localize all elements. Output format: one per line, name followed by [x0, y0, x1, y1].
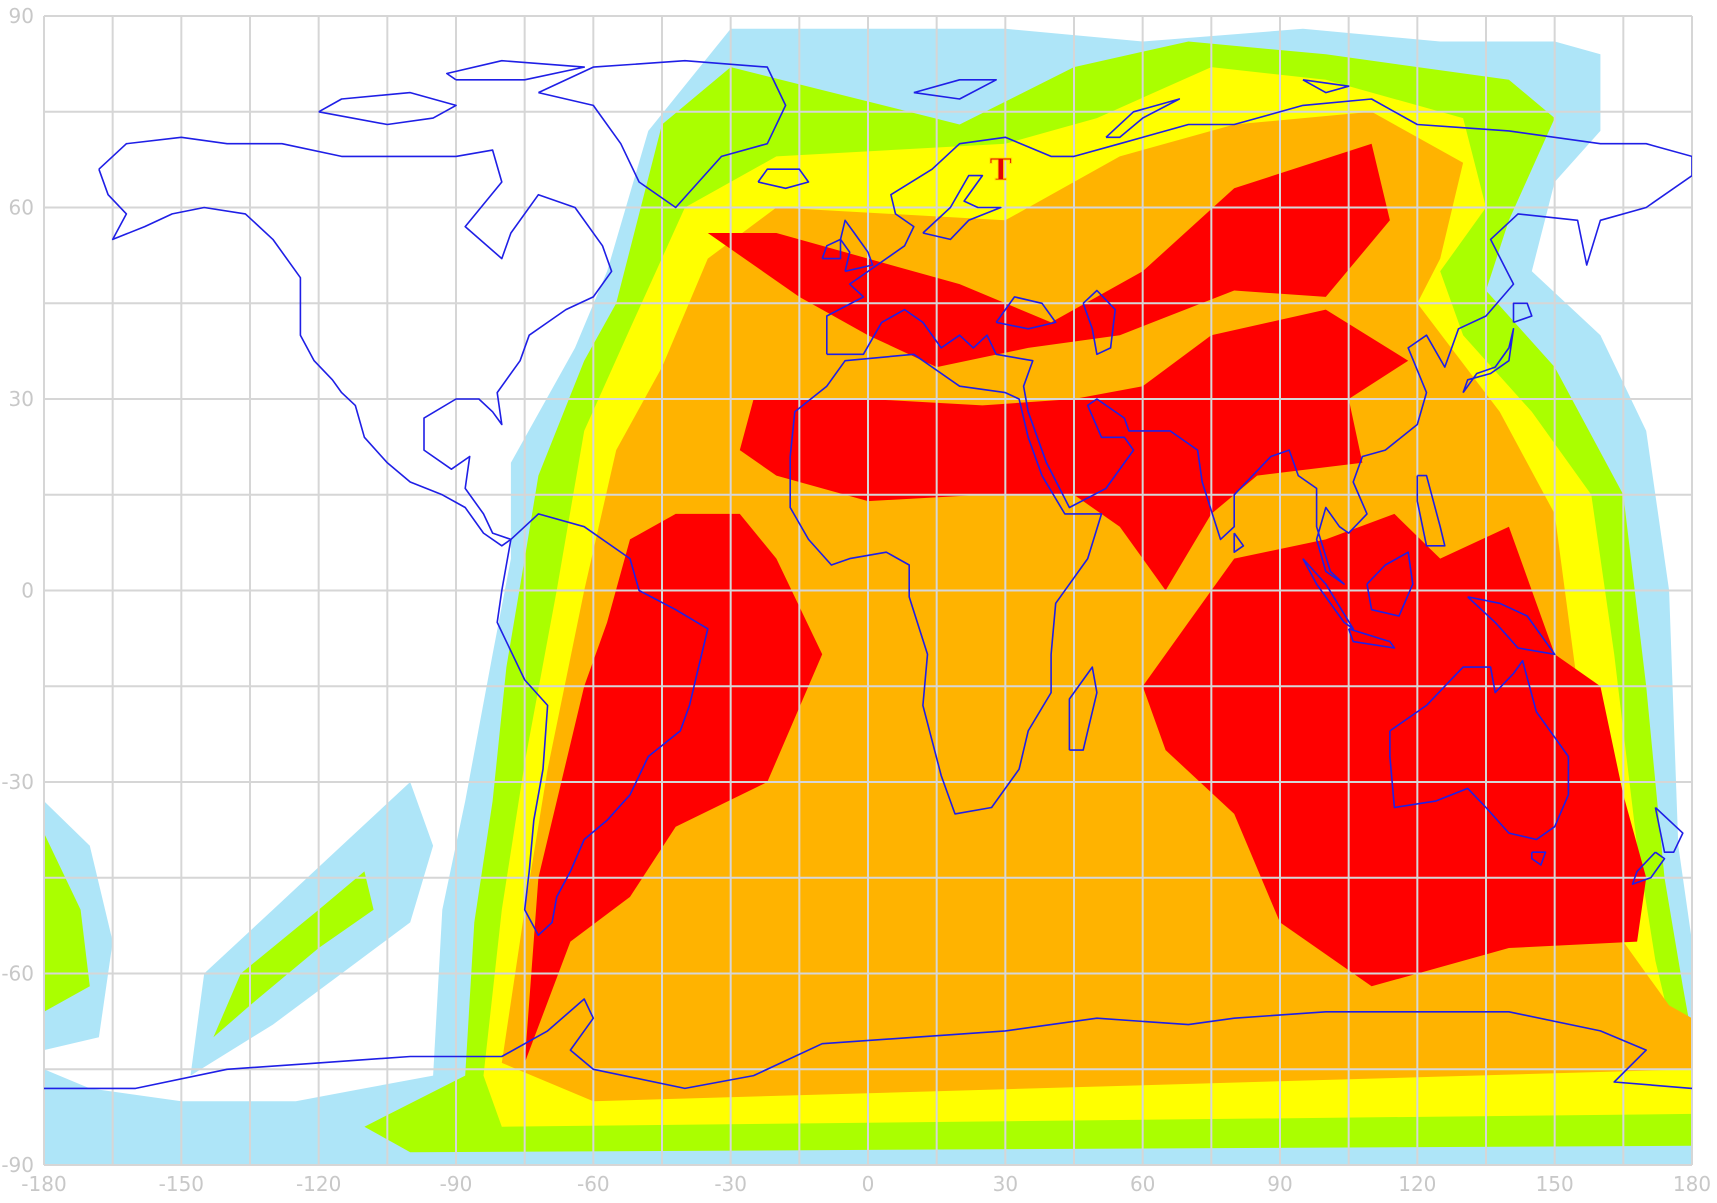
x-tick-label: 30 [993, 1172, 1018, 1196]
coastline [1462, 328, 1515, 394]
x-tick-label: -120 [296, 1172, 341, 1196]
coastline [538, 59, 787, 209]
coverage-zone-level-5-9 [707, 143, 1390, 368]
coastline [1105, 98, 1181, 139]
coastline [1233, 532, 1245, 553]
coastline [1512, 302, 1533, 324]
x-tick-label: -30 [714, 1172, 747, 1196]
latitude-tick-labels: 90 60 30 0 -30 -60 -90 [1, 4, 34, 1177]
coastline [922, 174, 1002, 241]
coastline [1631, 851, 1666, 885]
x-tick-label: 120 [1398, 1172, 1436, 1196]
coastline [1302, 79, 1350, 94]
coastline [318, 91, 457, 126]
coastline [1654, 806, 1684, 853]
x-tick-label: -60 [577, 1172, 610, 1196]
coastline [1389, 659, 1570, 841]
y-tick-label: -60 [1, 962, 34, 986]
x-tick-label: -90 [440, 1172, 473, 1196]
y-tick-label: -90 [1, 1153, 34, 1177]
coastline [995, 296, 1057, 330]
coastline [1302, 558, 1354, 630]
x-tick-label: 60 [1130, 1172, 1155, 1196]
coastline [1366, 551, 1414, 617]
coastline [98, 136, 613, 547]
coastline [1531, 851, 1547, 866]
x-tick-label: -180 [21, 1172, 66, 1196]
coverage-zone-level-5-11 [1142, 513, 1647, 987]
y-tick-label: 30 [9, 387, 34, 411]
coastlines [44, 59, 1692, 1090]
transmitter-marker: T [989, 153, 1013, 189]
x-tick-label: 0 [862, 1172, 875, 1196]
longitude-tick-labels: -180 -150 -120 -90 -60 -30 0 30 60 90 120 150 180 [21, 1172, 1711, 1196]
x-tick-label: -150 [159, 1172, 204, 1196]
coastline [913, 79, 997, 100]
coastline [826, 98, 1692, 585]
coastline [821, 238, 842, 260]
coastline [757, 168, 810, 190]
coastline [839, 219, 874, 273]
coastline [446, 59, 585, 81]
y-tick-label: 90 [9, 4, 34, 28]
coastline [1082, 289, 1116, 356]
coastline [789, 353, 1103, 815]
y-tick-label: -30 [1, 770, 34, 794]
coastline [1068, 666, 1098, 751]
transmitter-label: T [990, 153, 1013, 188]
coastline [1467, 596, 1556, 656]
y-tick-label: 0 [21, 579, 34, 603]
coastline [44, 998, 1692, 1090]
y-tick-label: 60 [9, 196, 34, 220]
x-tick-label: 180 [1673, 1172, 1711, 1196]
coverage-zone-level-5-8 [524, 513, 823, 1063]
x-tick-label: 150 [1536, 1172, 1574, 1196]
coverage-zone-level-2-5 [213, 871, 374, 1038]
coastline [1416, 474, 1446, 547]
coastline [496, 513, 709, 936]
coastline [1347, 628, 1396, 649]
x-tick-label: 90 [1267, 1172, 1292, 1196]
